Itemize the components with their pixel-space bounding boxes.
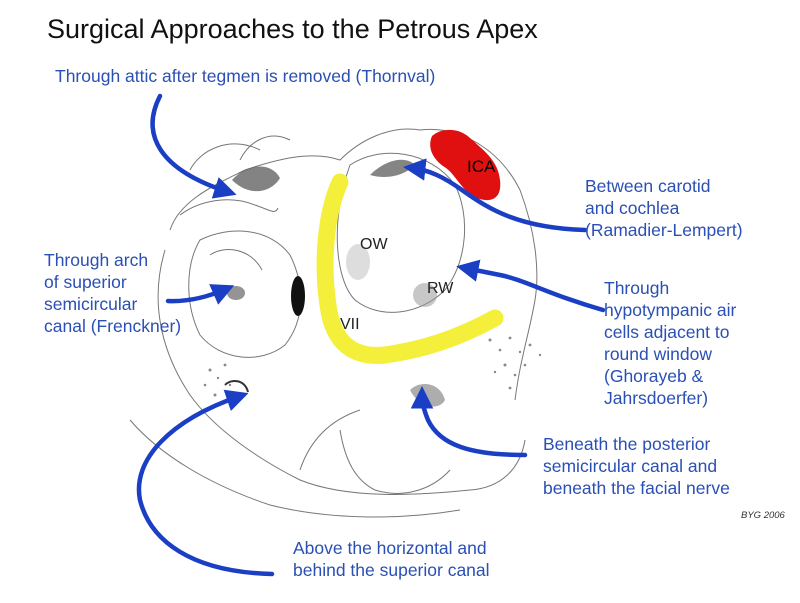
approach-arrows [136,93,606,577]
label-arch: Through arch of superior semicircular ca… [44,250,182,336]
arrow-carotid-cochlea [403,158,588,233]
internal-carotid-artery [430,129,501,201]
arrow-horizontal [136,389,275,577]
label-ica: ICA [467,157,496,176]
label-hypotympanic: Through hypotympanic air cells adjacent … [604,278,737,408]
arrow-arch [165,284,235,305]
page-title: Surgical Approaches to the Petrous Apex [47,14,538,44]
label-horizontal: Above the horizontal and behind the supe… [293,538,490,580]
arrow-posterior-canal [410,386,528,458]
arrow-attic [150,93,237,199]
label-carotid-cochlea: Between carotid and cochlea (Ramadier-Le… [585,176,743,240]
label-round-window: RW [427,280,454,297]
label-facial-nerve: VII [340,316,360,333]
credit: BYG 2006 [741,510,785,521]
label-attic: Through attic after tegmen is removed (T… [55,66,436,86]
label-oval-window: OW [360,236,388,253]
facial-nerve [316,173,504,364]
arrow-hypotympanic [456,259,606,313]
label-posterior-canal: Beneath the posterior semicircular canal… [543,434,730,498]
